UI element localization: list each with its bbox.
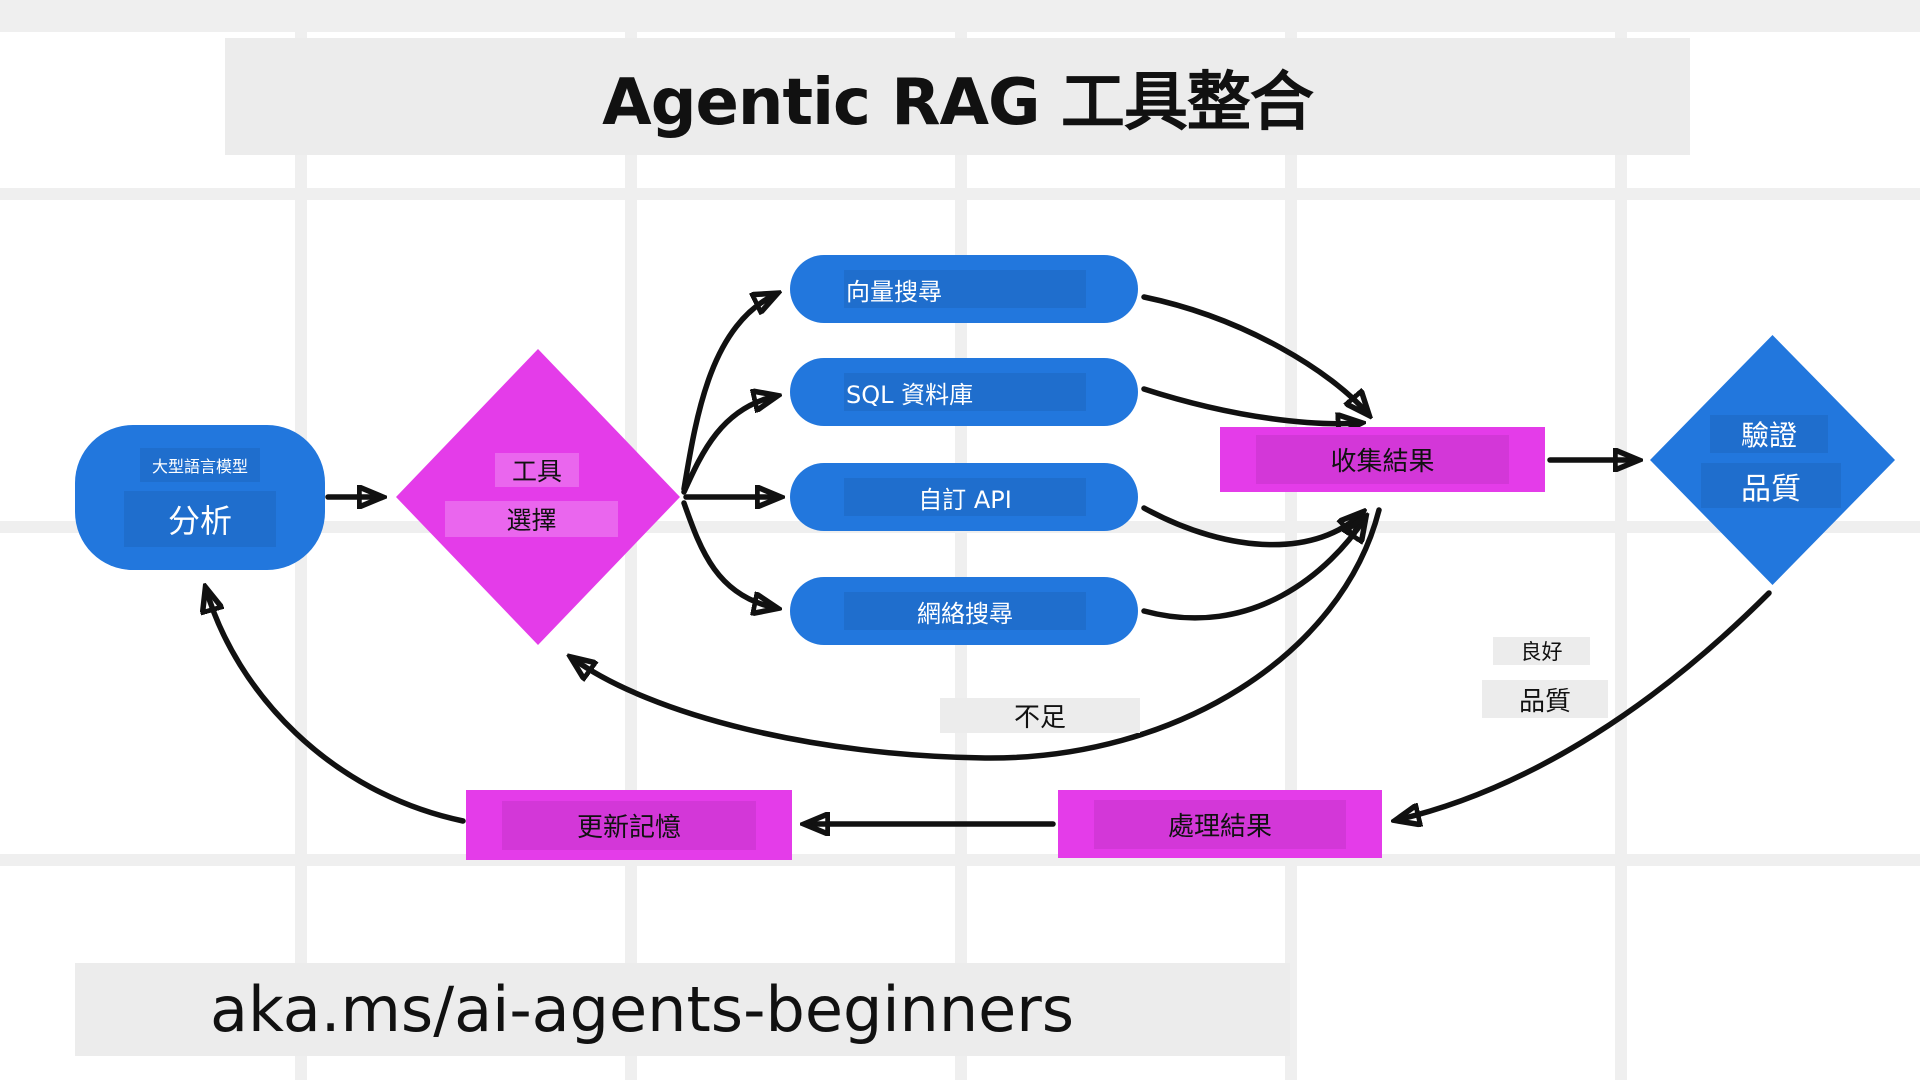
footer-band: aka.ms/ai-agents-beginners — [75, 963, 1290, 1056]
analyze-label: 分析 — [123, 491, 276, 547]
title-band: Agentic RAG 工具整合 — [225, 38, 1690, 155]
edge-update-memory-to-analyze — [206, 589, 466, 824]
node-collect-results: 收集結果 — [1220, 427, 1545, 492]
node-validate-quality-diamond — [1650, 335, 1895, 585]
node-llm-analyze: 大型語言模型 分析 — [75, 425, 325, 570]
footer-url: aka.ms/ai-agents-beginners — [210, 973, 1075, 1046]
node-web-search: 網絡搜尋 — [790, 577, 1138, 645]
collect-results-label: 收集結果 — [1255, 435, 1510, 484]
validate-line2: 品質 — [1701, 463, 1841, 508]
grid-top-strip — [0, 0, 1920, 32]
edge-custom-api-to-collect — [1141, 505, 1362, 548]
edge-label-good: 良好 — [1493, 637, 1590, 665]
node-sql-database: SQL 資料庫 — [790, 358, 1138, 426]
edge-sql-database-to-collect — [1141, 386, 1360, 424]
edge-toolselect-to-sql-database — [681, 396, 776, 495]
edge-web-search-to-collect — [1141, 518, 1365, 621]
llm-tag-label: 大型語言模型 — [139, 448, 260, 482]
edge-label-insufficient: 不足 — [940, 698, 1140, 733]
sql-database-label: SQL 資料庫 — [844, 373, 1086, 411]
custom-api-label: 自訂 API — [844, 478, 1086, 516]
tool-select-line1: 工具 — [495, 453, 579, 487]
validate-line1: 驗證 — [1710, 415, 1828, 453]
edge-label-quality: 品質 — [1482, 680, 1608, 718]
node-vector-search: 向量搜尋 — [790, 255, 1138, 323]
web-search-label: 網絡搜尋 — [844, 592, 1086, 630]
edge-vector-search-to-collect — [1141, 294, 1368, 414]
node-update-memory: 更新記憶 — [466, 790, 792, 860]
page-title: Agentic RAG 工具整合 — [602, 65, 1314, 140]
update-memory-label: 更新記憶 — [501, 800, 757, 850]
node-process-results: 處理結果 — [1058, 790, 1382, 858]
vector-search-label: 向量搜尋 — [844, 270, 1086, 308]
edge-toolselect-to-vector-search — [681, 294, 776, 492]
tool-select-line2: 選擇 — [445, 501, 618, 537]
node-tool-select-diamond — [396, 349, 680, 645]
process-results-label: 處理結果 — [1093, 799, 1347, 849]
node-custom-api: 自訂 API — [790, 463, 1138, 531]
edge-toolselect-to-web-search — [681, 500, 776, 608]
